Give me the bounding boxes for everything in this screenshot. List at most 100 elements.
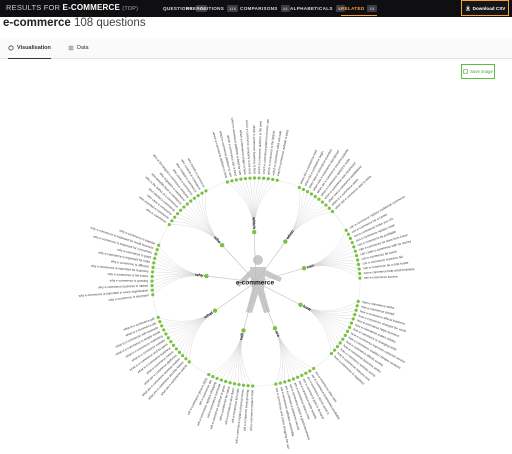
leaf-node[interactable] (358, 276, 362, 280)
leaf-node[interactable] (271, 177, 275, 181)
leaf-node[interactable] (150, 270, 155, 274)
leaf-label[interactable]: which e-commerce plugin is best (239, 130, 248, 175)
leaf-node[interactable] (262, 176, 266, 180)
leaf-node[interactable] (224, 379, 228, 384)
branch-node[interactable] (219, 243, 225, 248)
leaf-node[interactable] (274, 382, 278, 386)
leaf-node[interactable] (207, 373, 211, 377)
leaf-node[interactable] (312, 366, 316, 371)
leaf-node[interactable] (317, 197, 321, 201)
leaf-node[interactable] (243, 176, 248, 181)
leaf-node[interactable] (182, 205, 186, 209)
leaf-node[interactable] (184, 357, 188, 361)
leaf-node[interactable] (152, 261, 156, 265)
leaf-label[interactable]: can e-commerce be a side hustle (363, 261, 409, 271)
leaf-label[interactable]: which e-commerce platform should i use (262, 119, 270, 175)
tab-related[interactable]: RELATED 23 (341, 0, 377, 17)
branch-node[interactable] (241, 328, 246, 333)
leaf-node[interactable] (204, 189, 208, 193)
leaf-node[interactable] (225, 180, 230, 184)
leaf-node[interactable] (175, 212, 180, 216)
leaf-node[interactable] (287, 378, 291, 383)
leaf-node[interactable] (154, 252, 158, 256)
leaf-label[interactable]: why e-commerce is important in every org… (79, 288, 149, 298)
leaf-node[interactable] (241, 383, 246, 387)
leaf-node[interactable] (170, 219, 174, 223)
leaf-node[interactable] (251, 384, 255, 388)
leaf-label[interactable]: which e-commerce platform is the best (257, 121, 263, 174)
leaf-label[interactable]: why e-commerce is the future (108, 272, 149, 278)
leaf-node[interactable] (275, 178, 279, 182)
leaf-node[interactable] (179, 208, 183, 212)
tab-comparisons[interactable]: COMPARISONS 44 (240, 0, 290, 17)
branch-node[interactable] (272, 326, 278, 331)
tab-questions[interactable]: QUESTIONS 108 (163, 0, 208, 17)
leaf-node[interactable] (283, 380, 287, 384)
leaf-node[interactable] (187, 360, 191, 364)
leaf-label[interactable]: will e-commerce keep growing (242, 389, 249, 431)
leaf-node[interactable] (192, 196, 196, 200)
download-csv-button[interactable]: Download CSV (461, 0, 509, 16)
leaf-node[interactable] (313, 194, 317, 199)
branch-node[interactable] (251, 229, 257, 235)
leaf-node[interactable] (239, 177, 243, 181)
leaf-label[interactable]: which e-commerce sites are safe (271, 130, 282, 176)
leaf-node[interactable] (180, 354, 185, 358)
branch-node[interactable] (298, 302, 303, 307)
leaf-node[interactable] (166, 336, 170, 340)
leaf-node[interactable] (237, 383, 241, 387)
leaf-node[interactable] (150, 288, 154, 292)
leaf-node[interactable] (150, 274, 154, 279)
leaf-node[interactable] (308, 369, 312, 373)
leaf-node[interactable] (343, 333, 347, 337)
branch-node[interactable] (301, 266, 307, 271)
leaf-node[interactable] (345, 329, 350, 333)
leaf-node[interactable] (351, 317, 355, 321)
branch-label[interactable]: which (252, 216, 257, 229)
leaf-node[interactable] (246, 384, 250, 388)
leaf-node[interactable] (158, 320, 162, 324)
leaf-label[interactable]: why e-commerce is growing (110, 279, 149, 283)
leaf-node[interactable] (174, 347, 178, 351)
branch-label[interactable]: why (194, 272, 204, 278)
branch-label[interactable]: who (212, 234, 222, 245)
leaf-label[interactable]: will e-commerce slow down (224, 387, 236, 425)
tab-visualisation[interactable]: Visualisation (8, 38, 51, 59)
leaf-node[interactable] (266, 177, 270, 181)
leaf-label[interactable]: which e-commerce business is best (252, 125, 257, 174)
leaf-node[interactable] (304, 371, 308, 375)
leaf-label[interactable]: why e-commerce is important for business (91, 264, 150, 274)
leaf-label[interactable]: why e-commerce is good (117, 248, 152, 260)
leaf-node[interactable] (355, 304, 359, 308)
leaf-node[interactable] (164, 332, 168, 336)
leaf-node[interactable] (234, 178, 238, 182)
leaf-label[interactable]: can e-commerce business fail (362, 255, 403, 266)
leaf-node[interactable] (352, 245, 356, 249)
leaf-node[interactable] (346, 232, 350, 236)
save-image-button[interactable]: Save image (461, 64, 495, 79)
leaf-node[interactable] (167, 222, 171, 227)
leaf-node[interactable] (348, 236, 353, 240)
leaf-node[interactable] (248, 176, 252, 180)
leaf-node[interactable] (341, 337, 345, 341)
leaf-node[interactable] (354, 308, 358, 312)
leaf-label[interactable]: will e-commerce replace physical stores (234, 389, 245, 444)
tab-alphabeticals[interactable]: ALPHABETICALS 34 (290, 0, 345, 17)
leaf-node[interactable] (300, 373, 304, 377)
leaf-node[interactable] (189, 199, 193, 203)
leaf-node[interactable] (330, 209, 335, 214)
branch-label[interactable]: how (302, 304, 312, 313)
branch-node[interactable] (283, 239, 288, 244)
leaf-node[interactable] (215, 376, 219, 381)
leaf-node[interactable] (173, 215, 177, 219)
leaf-node[interactable] (356, 299, 360, 303)
leaf-label[interactable]: which e-commerce is the largest (267, 130, 276, 175)
leaf-node[interactable] (309, 192, 314, 196)
leaf-node[interactable] (296, 375, 300, 379)
tab-data[interactable]: Data (68, 38, 89, 58)
leaf-label[interactable]: why e-commerce business in ottawa (98, 284, 148, 290)
leaf-node[interactable] (291, 377, 296, 381)
branch-node[interactable] (212, 308, 218, 313)
leaf-node[interactable] (177, 350, 182, 354)
leaf-node[interactable] (151, 293, 155, 297)
